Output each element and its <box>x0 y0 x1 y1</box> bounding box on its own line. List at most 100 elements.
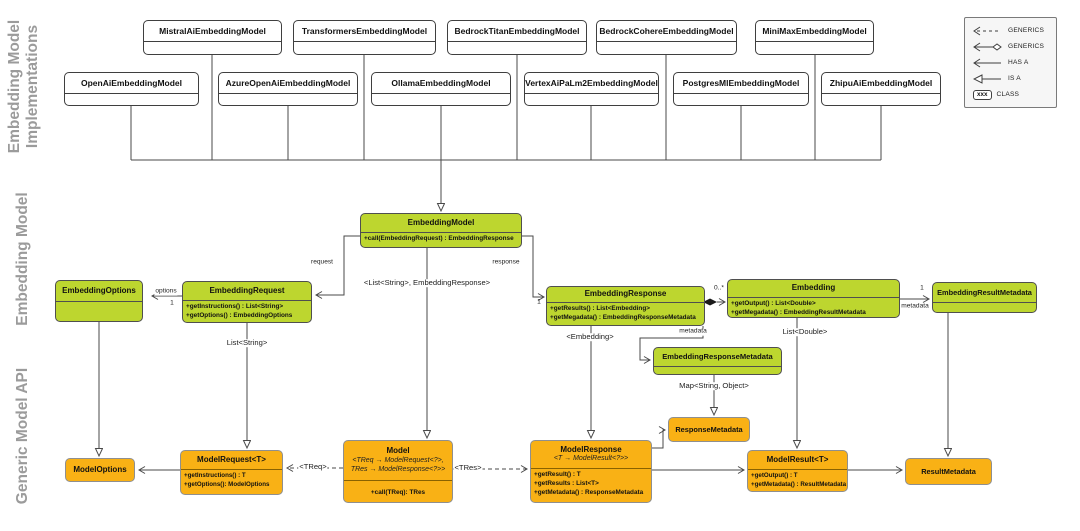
legend-label: GENERICS <box>1008 27 1045 34</box>
class-embedding-response: EmbeddingResponse +getResults() : List<E… <box>546 286 705 326</box>
method: +getMegadata() : EmbeddingResponseMetada… <box>550 314 696 321</box>
legend-row-generics-dashed: GENERICS <box>965 25 1056 37</box>
class-title: ResultMetadata <box>921 466 976 476</box>
legend-row-generics-diamond: GENERICS <box>965 41 1056 53</box>
hasa-modelresponse-responsemetadata <box>652 426 666 449</box>
class-generics: <T → ModelResult<?>> <box>553 455 629 463</box>
empty-compartment <box>294 42 435 54</box>
empty-compartment <box>56 302 142 321</box>
empty-compartment <box>525 94 658 105</box>
dashed-arrow-icon <box>973 26 1001 35</box>
edge-label-request: request <box>310 258 334 267</box>
method-list: +call(TReq): TRes <box>344 481 452 502</box>
hasa-embeddingmodel-request <box>315 235 360 299</box>
legend-label: HAS A <box>1008 59 1029 66</box>
class-title: MistralAiEmbeddingModel <box>144 21 281 42</box>
edge-multiplicity-zero-many: 0..* <box>714 284 724 292</box>
empty-compartment <box>756 42 873 54</box>
class-title: ModelResponse <box>560 444 622 454</box>
class-title: EmbeddingRequest <box>183 282 311 301</box>
class-title: OpenAiEmbeddingModel <box>65 73 198 94</box>
section-label-line: Embedding Model <box>6 19 23 154</box>
method: +getOutput() : T <box>751 472 798 479</box>
section-label-generic-model-api: Generic Model API <box>14 367 31 505</box>
triangle-arrow-icon <box>973 73 1001 84</box>
class-openai-embedding-model: OpenAiEmbeddingModel <box>64 72 199 106</box>
class-response-metadata: ResponseMetadata <box>668 417 750 442</box>
legend-label: CLASS <box>996 91 1020 98</box>
class-title: Model <box>386 446 410 456</box>
method: +getOptions(): ModelOptions <box>184 481 270 488</box>
class-embedding-result-metadata: EmbeddingResultMetadata <box>932 282 1037 313</box>
class-title: EmbeddingResponseMetadata <box>654 348 781 367</box>
empty-compartment <box>144 42 281 54</box>
class-postgresml-embedding-model: PostgresMlEmbeddingModel <box>673 72 809 106</box>
class-title: ZhipuAiEmbeddingModel <box>822 73 940 94</box>
method-list: +getInstructions() : List<String> +getOp… <box>183 301 311 322</box>
method-list: +getInstructions() : T +getOptions(): Mo… <box>181 470 282 494</box>
class-title: MiniMaxEmbeddingModel <box>756 21 873 42</box>
method: +call(EmbeddingRequest) : EmbeddingRespo… <box>364 235 514 242</box>
edge-label-options: options <box>154 287 178 296</box>
class-mistralai-embedding-model: MistralAiEmbeddingModel <box>143 20 282 55</box>
class-transformers-embedding-model: TransformersEmbeddingModel <box>293 20 436 55</box>
class-embedding-response-metadata: EmbeddingResponseMetadata <box>653 347 782 375</box>
class-title: EmbeddingResponse <box>547 287 704 303</box>
plain-arrow-icon <box>973 58 1001 67</box>
class-minimax-embedding-model: MiniMaxEmbeddingModel <box>755 20 874 55</box>
empty-compartment <box>65 94 198 105</box>
class-title-block: Model <TReq → ModelRequest<?>, TRes → Mo… <box>344 441 452 481</box>
class-model: Model <TReq → ModelRequest<?>, TRes → Mo… <box>343 440 453 503</box>
class-title: OllamaEmbeddingModel <box>372 73 510 94</box>
edge-label-treq: <TReq> <box>298 462 328 472</box>
class-model-result: ModelResult<T> +getOutput() : T +getMeta… <box>747 450 848 492</box>
edge-multiplicity-one: 1 <box>920 284 924 292</box>
legend-row-is-a: IS A <box>965 73 1056 85</box>
hasa-embeddingmodel-response <box>522 235 545 301</box>
class-vertexaipalm2-embedding-model: VertexAiPaLm2EmbeddingModel <box>524 72 659 106</box>
class-title: EmbeddingResultMetadata <box>933 283 1036 303</box>
section-label-line: Implementations <box>23 24 41 149</box>
class-title: ResponseMetadata <box>675 424 743 434</box>
class-zhipuai-embedding-model: ZhipuAiEmbeddingModel <box>821 72 941 106</box>
class-box-icon: xxx <box>973 89 992 100</box>
edge-label-generic-pair: <List<String>, EmbeddingResponse> <box>362 278 492 288</box>
class-title: VertexAiPaLm2EmbeddingModel <box>525 73 658 94</box>
method: +getResults() : List<Embedding> <box>550 305 650 312</box>
class-title-block: ModelResponse <T → ModelResult<?>> <box>531 441 651 469</box>
method: +getOptions() : EmbeddingOptions <box>186 312 293 319</box>
class-ollama-embedding-model: OllamaEmbeddingModel <box>371 72 511 106</box>
class-embedding-request: EmbeddingRequest +getInstructions() : Li… <box>182 281 312 323</box>
empty-compartment <box>654 367 781 374</box>
edge-label-metadata: metadata <box>900 302 930 311</box>
edge-label-metadata: metadata <box>678 327 708 336</box>
composition-diamond <box>703 298 717 306</box>
method-list: +getResult() : T +getResults : List<T> +… <box>531 469 651 502</box>
legend-row-class: xxx CLASS <box>965 89 1056 101</box>
edge-label-map-string-object: Map<String, Object> <box>678 381 750 391</box>
edge-multiplicity-one: 1 <box>537 298 541 306</box>
section-label-implementations: Embedding Model Implementations <box>6 5 52 168</box>
class-bedrocktitan-embedding-model: BedrockTitanEmbeddingModel <box>447 20 587 55</box>
edge-label-embedding-generic: <Embedding> <box>565 332 615 342</box>
legend-label: GENERICS <box>1008 43 1045 50</box>
class-title: BedrockCohereEmbeddingModel <box>597 21 736 42</box>
diamond-arrow-icon <box>973 42 1002 51</box>
method: +call(TReq): TRes <box>370 488 426 496</box>
legend-label: IS A <box>1008 75 1021 82</box>
class-generics: TRes → ModelResponse<?>> <box>350 465 446 473</box>
class-result-metadata: ResultMetadata <box>905 458 992 485</box>
empty-compartment <box>933 303 1036 312</box>
class-bedrockcohere-embedding-model: BedrockCohereEmbeddingModel <box>596 20 737 55</box>
empty-compartment <box>822 94 940 105</box>
method: +getInstructions() : T <box>184 472 246 479</box>
class-title: ModelRequest<T> <box>181 451 282 470</box>
method: +getMetadata() : ResponseMetadata <box>534 489 644 496</box>
legend: GENERICS GENERICS HAS A IS A xxx CLASS <box>964 17 1057 108</box>
method-list: +call(EmbeddingRequest) : EmbeddingRespo… <box>361 233 521 247</box>
section-label-embedding-model: Embedding Model <box>14 192 31 326</box>
empty-compartment <box>674 94 808 105</box>
class-title: Embedding <box>728 280 899 298</box>
edge-label-list-double: List<Double> <box>781 327 829 337</box>
